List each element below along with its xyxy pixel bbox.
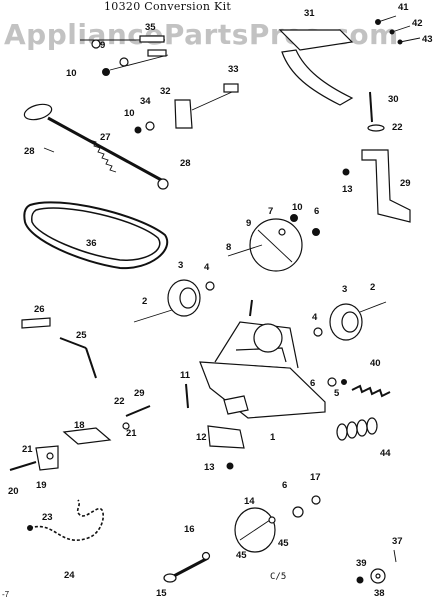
part-44-spacer-stack [336, 417, 378, 441]
callout-23: 23 [42, 512, 53, 523]
callout-5: 5 [334, 388, 340, 399]
callout-2a: 2 [142, 296, 147, 307]
callout-35: 35 [145, 22, 156, 33]
kit-title: 10320 Conversion Kit [104, 0, 232, 13]
callout-29b: 29 [134, 388, 145, 399]
callout-28a: 28 [24, 146, 35, 157]
callout-10a: 10 [66, 68, 77, 79]
callout-11: 11 [180, 370, 191, 381]
callout-3a: 3 [178, 260, 183, 271]
callout-2b: 2 [370, 282, 375, 293]
callout-17: 17 [310, 472, 321, 483]
callout-42: 42 [412, 18, 423, 29]
callout-45b: 45 [278, 538, 289, 549]
callout-28b: 28 [180, 158, 191, 169]
callout-16: 16 [184, 524, 195, 535]
callout-15: 15 [156, 588, 167, 599]
callout-22a: 22 [392, 122, 403, 133]
callout-19: 19 [36, 480, 47, 491]
callout-41: 41 [398, 2, 409, 13]
callout-39: 39 [356, 558, 367, 569]
callout-1: 1 [270, 432, 276, 443]
part-14-plate [234, 495, 321, 553]
callout-21a: 21 [22, 444, 33, 455]
callout-18: 18 [74, 420, 85, 431]
part-7-plate [227, 214, 320, 272]
callout-9b: 9 [246, 218, 251, 229]
callout-44: 44 [380, 448, 391, 459]
part-32-bracket [134, 83, 239, 134]
callout-12: 12 [196, 432, 207, 443]
callout-31: 31 [304, 8, 315, 19]
part-11-bolt [185, 383, 189, 409]
callout-45a: 45 [236, 550, 247, 561]
page-code: C/5 [270, 572, 287, 582]
callout-13b: 13 [204, 462, 215, 473]
callout-40: 40 [370, 358, 381, 369]
callout-14: 14 [244, 496, 255, 507]
part-41-43-screws [375, 15, 421, 45]
part-40-spring [327, 377, 391, 398]
part-36-belt [23, 201, 169, 270]
callout-20: 20 [8, 486, 19, 497]
part-18-bracket [9, 405, 151, 471]
part-29-bracket [342, 91, 411, 223]
part-1-frame [199, 299, 326, 419]
callout-29: 29 [400, 178, 411, 189]
callout-8: 8 [226, 242, 231, 253]
part-12-plate [207, 425, 245, 470]
part-24-chain [27, 499, 104, 541]
part-31-bracket [278, 29, 354, 106]
callout-6a: 6 [314, 206, 319, 217]
callout-36: 36 [86, 238, 97, 249]
callout-10b: 10 [124, 108, 135, 119]
part-3-pulley-left [133, 279, 215, 323]
part-38-washer [356, 549, 397, 584]
callout-37: 37 [392, 536, 403, 547]
part-3-pulley-right [313, 301, 387, 341]
callout-30: 30 [388, 94, 399, 105]
corner-mark: -7 [2, 590, 10, 599]
callout-6b: 6 [310, 378, 315, 389]
callout-21b: 21 [126, 428, 137, 439]
part-group-hardware-top-left [80, 35, 169, 76]
callout-6c: 6 [282, 480, 287, 491]
callout-10c: 10 [292, 202, 303, 213]
callout-4a: 4 [204, 262, 210, 273]
callout-4b: 4 [312, 312, 318, 323]
callout-38: 38 [374, 588, 385, 599]
callout-13a: 13 [342, 184, 353, 195]
part-27-crank-rod [23, 103, 169, 190]
callout-24: 24 [64, 570, 75, 581]
callout-26: 26 [34, 304, 45, 315]
callout-22b: 22 [114, 396, 125, 407]
callout-43: 43 [422, 34, 433, 45]
callout-27: 27 [100, 132, 111, 143]
callout-32: 32 [160, 86, 171, 97]
part-25-rod [21, 317, 97, 379]
callout-labels: 35 9 10 31 41 42 43 33 32 34 10 30 22 27… [8, 2, 433, 599]
callout-25: 25 [76, 330, 87, 341]
callout-33: 33 [228, 64, 239, 75]
callout-9a: 9 [100, 40, 105, 51]
callout-7: 7 [268, 206, 273, 217]
part-15-pin [163, 551, 211, 583]
callout-34: 34 [140, 96, 151, 107]
callout-3b: 3 [342, 284, 347, 295]
